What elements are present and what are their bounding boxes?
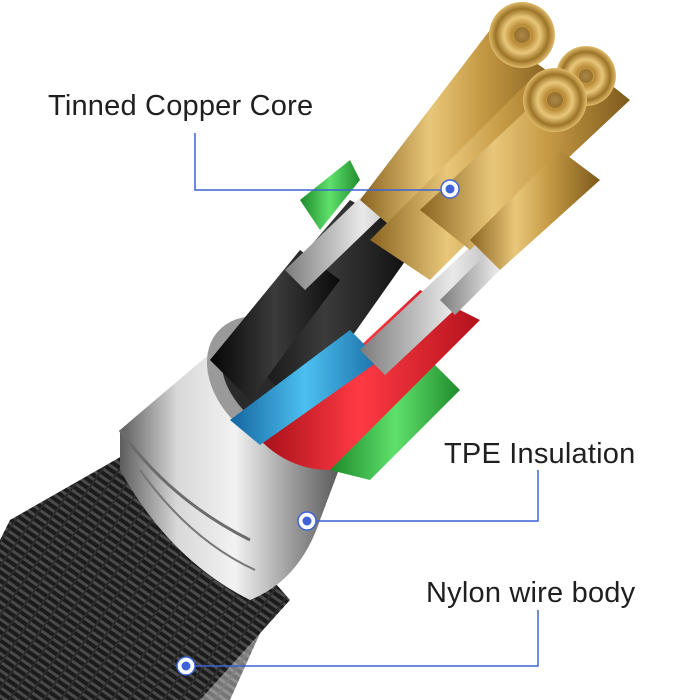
label-tpe-insulation: TPE Insulation xyxy=(444,438,636,470)
label-nylon-wire-body: Nylon wire body xyxy=(426,577,636,609)
copper-core-bundle xyxy=(360,2,630,280)
blue-wire xyxy=(230,330,380,445)
label-tinned-copper-core: Tinned Copper Core xyxy=(48,90,314,122)
